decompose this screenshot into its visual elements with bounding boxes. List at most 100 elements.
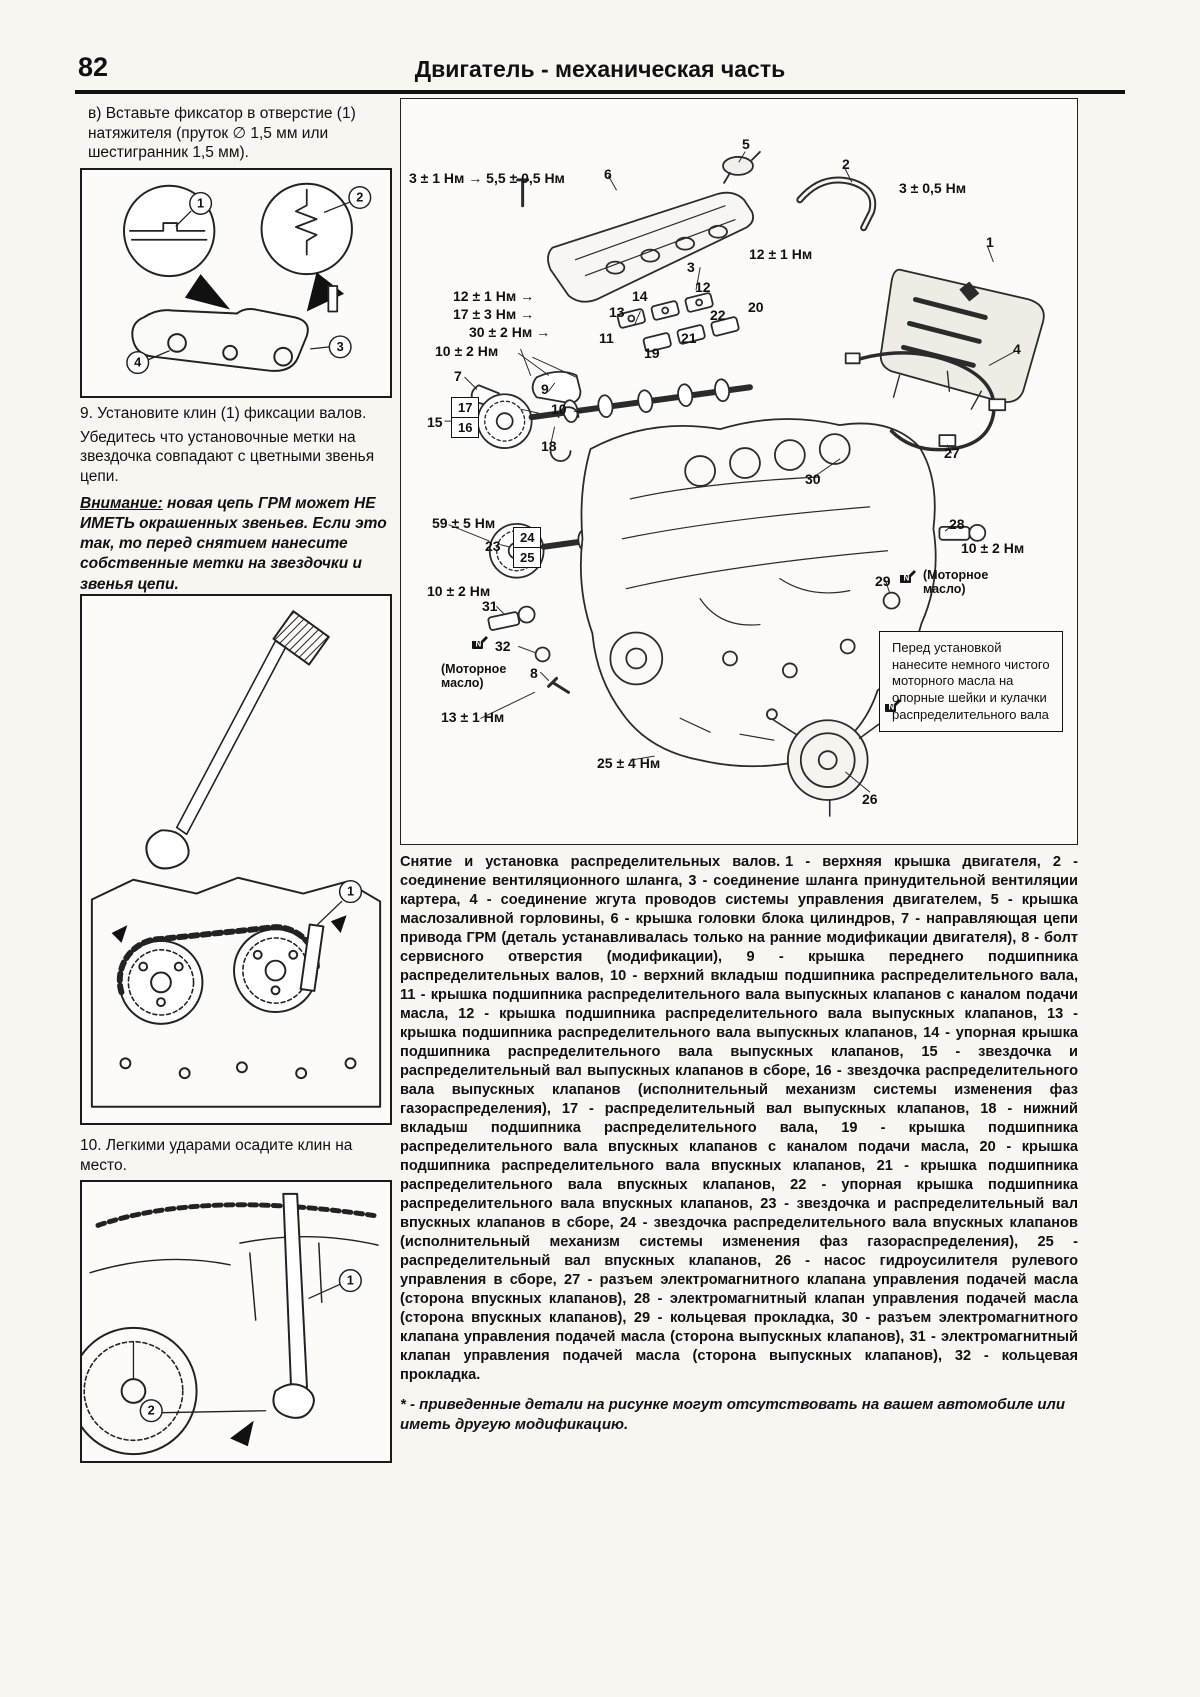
- callout-2: 2: [356, 189, 363, 204]
- callout-1: 1: [347, 1273, 354, 1288]
- torque-label: 10 ± 2 Нм: [427, 583, 491, 599]
- part-label-22: 22: [710, 307, 726, 323]
- detail-circle-right: [260, 182, 353, 276]
- part-label-21: 21: [681, 330, 697, 346]
- part-label-27: 27: [944, 445, 960, 461]
- engine-exploded-diagram: 3 ± 1 Нм → 5,5 ± 0,5 Нм 5 6 2 3 ± 0,5 Нм…: [400, 98, 1078, 845]
- part-label-14: 14: [632, 288, 648, 304]
- part-label-8: 8: [530, 665, 538, 681]
- header-rule: [75, 90, 1125, 94]
- part-label-23: 23: [485, 538, 501, 554]
- torque-label: 13 ± 1 Нм: [441, 709, 505, 725]
- callout-4: 4: [134, 355, 142, 370]
- wedge-rod: [282, 1192, 308, 1392]
- part-label-31: 31: [482, 598, 498, 614]
- part-label-30: 30: [805, 471, 821, 487]
- front-bearing-cap: [531, 370, 582, 405]
- engine-block: [579, 418, 937, 768]
- o-ring-29: [882, 591, 901, 610]
- part-label-18: 18: [541, 438, 557, 454]
- bolt-top: [516, 178, 530, 208]
- page-number: 82: [78, 52, 109, 82]
- torque-label: 3 ± 0,5 Нм: [899, 180, 967, 196]
- sprocket-edge: [82, 1326, 198, 1456]
- figure-wedge-installed: 1 2: [80, 1180, 392, 1463]
- torque-label-sequence: 3 ± 1 Нм → 5,5 ± 0,5 Нм: [409, 170, 565, 186]
- svg-text:N: N: [889, 703, 895, 712]
- engine-top-view: [90, 876, 382, 1108]
- service-bolt: [547, 676, 570, 694]
- warning-label: Внимание:: [80, 495, 163, 512]
- wedge-installed-art: 1 2: [82, 1192, 379, 1456]
- torque-label: 12 ± 1 Нм →: [453, 288, 535, 304]
- torque-label: 59 ± 5 Нм: [432, 515, 496, 531]
- callout-1: 1: [197, 195, 204, 210]
- bearing-shell-upper: [557, 406, 580, 419]
- part-label-10: 10 →: [551, 401, 585, 417]
- warning-text: новая цепь ГРМ может НЕ ИМЕТЬ окрашенных…: [80, 495, 387, 593]
- part-label-25: 25: [514, 547, 541, 567]
- oil-valve-exhaust: [487, 605, 536, 631]
- part-label-box-17-16: 17 16: [451, 397, 480, 438]
- part-label-15: 15: [427, 414, 443, 430]
- bearing-shell-lower: [549, 450, 572, 462]
- tensioner-body: [131, 308, 309, 372]
- part-label-20: 20: [748, 299, 764, 315]
- torque-label: 25 ± 4 Нм: [597, 755, 661, 771]
- part-label-9: 9: [541, 381, 549, 397]
- step9-line1: 9. Установите клин (1) фиксации валов.: [80, 405, 367, 422]
- page-title: Двигатель - механическая часть: [414, 56, 786, 82]
- svg-text:N: N: [476, 640, 482, 649]
- oil-note-box: N Перед установкой нанесите немного чист…: [879, 631, 1063, 733]
- wedge-pad: [272, 1383, 315, 1419]
- step9-line2: Убедитесь что установочные метки на звез…: [80, 428, 375, 486]
- step10-paragraph: 10. Легкими ударами осадите клин на мест…: [80, 1137, 353, 1174]
- part-label-7: 7: [454, 368, 462, 384]
- part-label-5: 5: [742, 136, 750, 152]
- arrow-mark: [230, 1420, 254, 1447]
- cam-bearing-caps: [616, 292, 740, 353]
- part-label-24: 24: [520, 530, 535, 545]
- tool-foot: [145, 829, 190, 870]
- warning-paragraph: Внимание: новая цепь ГРМ может НЕ ИМЕТЬ …: [80, 494, 392, 595]
- part-label-11: 11: [599, 330, 614, 346]
- caption-body: 1 - верхняя крышка двигателя, 2 - соедин…: [400, 854, 1078, 1383]
- brand-diamond-icon: [959, 281, 980, 302]
- callout-circle-4: [126, 351, 150, 375]
- part-label-16: 16: [452, 417, 479, 437]
- part-label-12: 12: [695, 279, 711, 295]
- part-label-4: 4: [1013, 341, 1021, 357]
- part-label-28: 28: [949, 516, 965, 532]
- leader-lines: [444, 151, 1016, 793]
- callout-3: 3: [337, 339, 344, 354]
- step9-block: 9. Установите клин (1) фиксации валов. У…: [80, 404, 392, 491]
- tool-rod: [175, 640, 287, 836]
- engine-exploded-art: [444, 151, 1045, 817]
- oil-can-icon: N: [884, 698, 904, 712]
- callout-circle-1: [338, 879, 363, 904]
- right-column: 3 ± 1 Нм → 5,5 ± 0,5 Нм 5 6 2 3 ± 0,5 Нм…: [400, 98, 1078, 1434]
- engine-cover: [879, 268, 1045, 403]
- torque-label: 30 ± 2 Нм →: [469, 324, 551, 340]
- part-label-32: 32: [495, 638, 511, 654]
- arrow-right: [306, 272, 345, 312]
- callout-circle-2: [348, 185, 372, 210]
- part-label-6: 6: [604, 166, 612, 182]
- callout-circle-1: [338, 1269, 362, 1293]
- part-label-1: 1: [986, 234, 994, 250]
- callout-2: 2: [148, 1403, 155, 1418]
- engine-harness: [844, 351, 1007, 452]
- figure-caption: Снятие и установка распределительных вал…: [400, 853, 1078, 1385]
- part-label-29: 29: [875, 573, 891, 589]
- callout-circle-3: [328, 335, 352, 359]
- part-label-19: 19: [644, 345, 660, 361]
- part-label-13: 13: [609, 304, 625, 320]
- figure-tensioner: 1 2 3 4: [80, 168, 392, 398]
- part-label-17: 17: [458, 400, 473, 415]
- callout-1: 1: [347, 884, 354, 899]
- oil-note-left: (Моторное масло): [441, 662, 507, 691]
- part-label-3: 3: [687, 259, 695, 275]
- oil-can-icon: N: [471, 635, 491, 649]
- oil-can-icon: N: [899, 569, 919, 583]
